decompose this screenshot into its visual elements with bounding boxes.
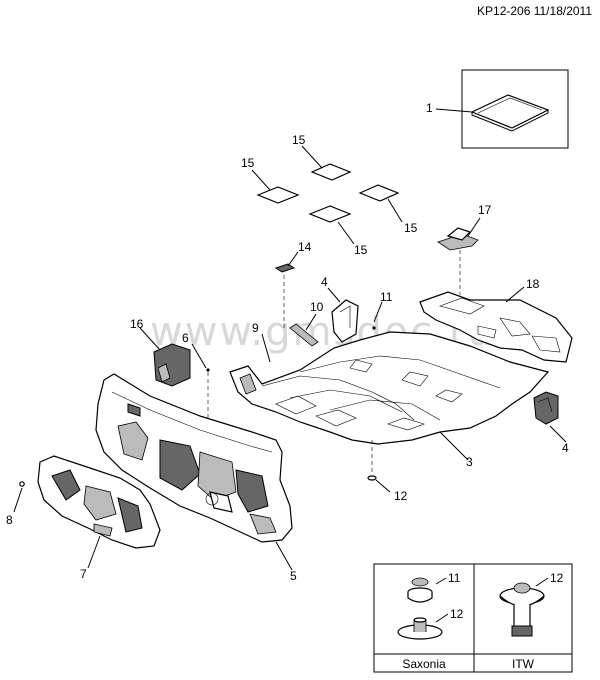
part-12-pin: 12 (367, 440, 408, 503)
part-3-floor-carpet: 3 (229, 331, 550, 469)
part-1-pad: 1 (426, 69, 569, 149)
part-8-screw: 8 (6, 481, 25, 527)
legend-callout-11: 11 (448, 571, 461, 585)
page-reference: KP12-206 11/18/2011 (477, 4, 592, 18)
callout-4-upper: 4 (321, 275, 328, 289)
callout-8: 8 (6, 513, 13, 527)
callout-7: 7 (80, 567, 87, 581)
callout-6: 6 (182, 331, 189, 345)
fastener-legend: 11 12 Saxonia 12 ITW (373, 563, 573, 673)
callout-11-upper: 11 (380, 290, 393, 304)
part-17-bracket: 17 (437, 203, 492, 295)
callout-1: 1 (426, 101, 433, 115)
part-16-block: 16 (130, 317, 191, 387)
part-7-lower-panel: 7 (37, 455, 161, 581)
legend-saxonia-label: Saxonia (402, 657, 446, 671)
callout-5: 5 (290, 569, 297, 583)
callout-4-lower: 4 (562, 441, 569, 455)
callout-15-right: 15 (404, 221, 418, 235)
part-14-clip: 14 (274, 240, 312, 330)
part-4-upper-bracket: 4 (321, 275, 359, 343)
part-10-bracket: 10 (289, 300, 324, 347)
callout-16: 16 (130, 317, 144, 331)
callout-18: 18 (526, 277, 540, 291)
part-5-dash-insulator: 5 (95, 373, 297, 583)
callout-12-lower: 12 (394, 489, 408, 503)
part-15-pads: 15 15 15 15 (241, 133, 418, 257)
legend-callout-12-saxonia: 12 (450, 607, 464, 621)
callout-9: 9 (252, 321, 259, 335)
callout-15-bottom: 15 (354, 243, 368, 257)
part-9-marker: 9 (252, 321, 271, 363)
callout-17: 17 (478, 203, 492, 217)
callout-10: 10 (310, 300, 324, 314)
part-11-upper: 11 (372, 290, 393, 330)
legend-itw-label: ITW (512, 657, 535, 671)
part-4-lower-bracket: 4 (533, 391, 569, 455)
part-18-rear-insulator: 18 (419, 277, 573, 363)
callout-15-top: 15 (292, 133, 306, 147)
callout-15-left: 15 (241, 156, 255, 170)
callout-14: 14 (298, 240, 312, 254)
part-6-marker: 6 (182, 331, 210, 430)
callout-3: 3 (466, 455, 473, 469)
legend-callout-12-itw: 12 (550, 571, 564, 585)
